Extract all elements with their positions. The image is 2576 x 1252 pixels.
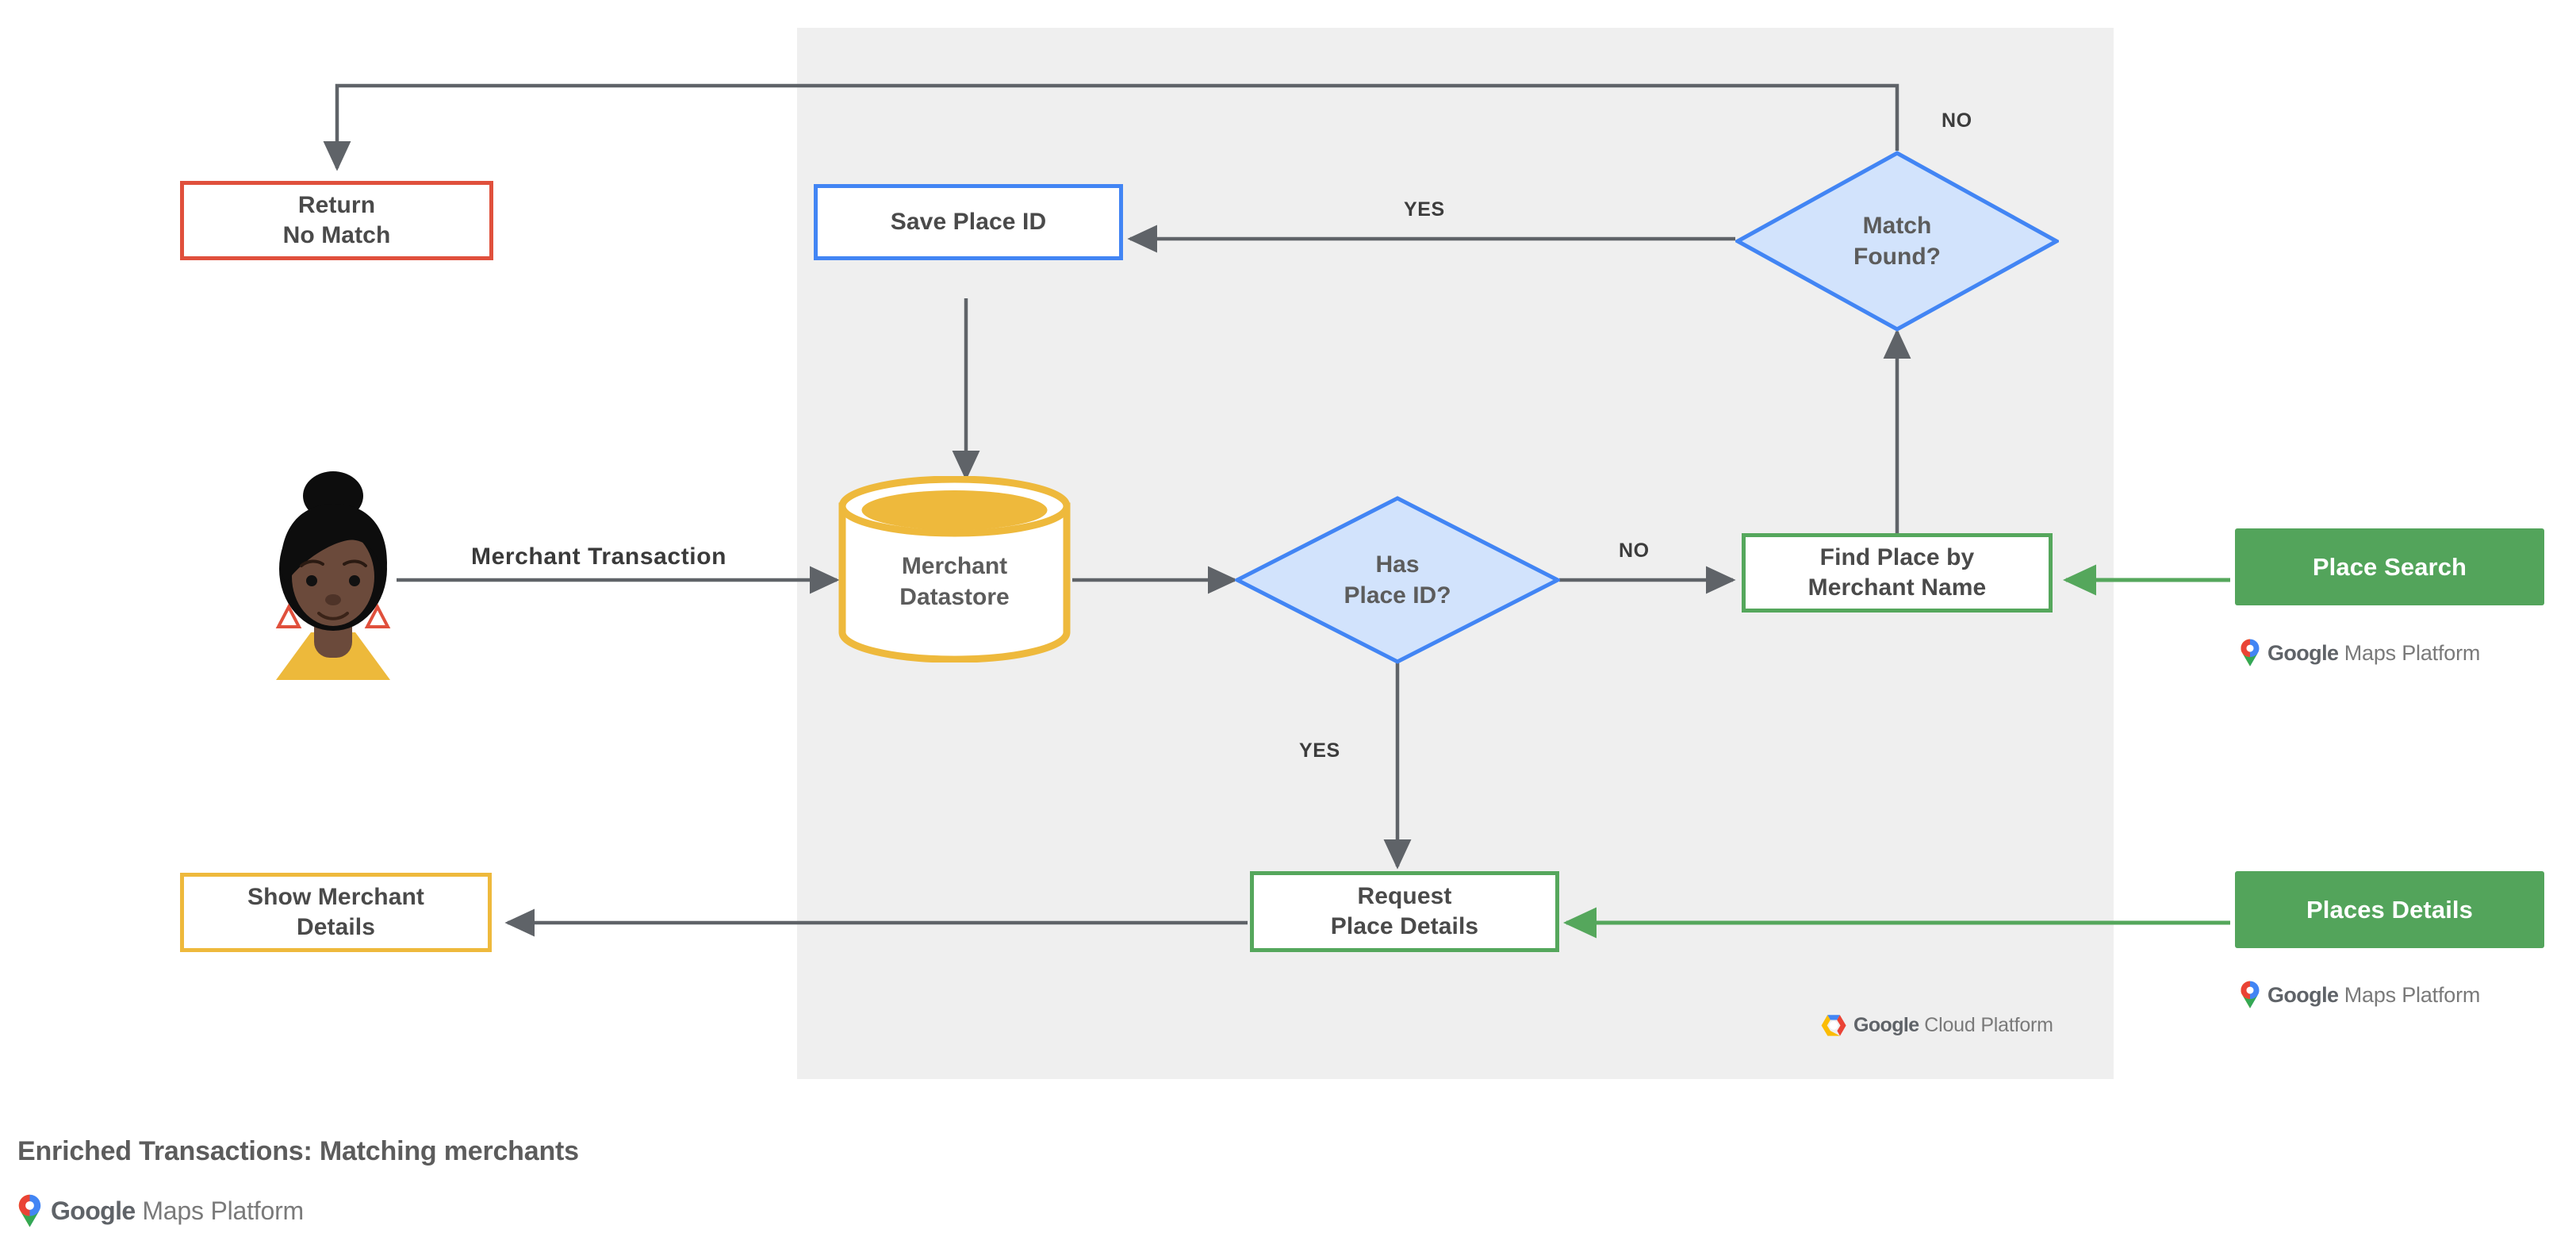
show-merchant-line-2: Details	[296, 914, 376, 940]
edge-label-has-place-id-yes: YES	[1299, 739, 1340, 762]
google-maps-platform-wordmark: Google Maps Platform	[2267, 983, 2480, 1008]
edge-label-merchant-transaction: Merchant Transaction	[471, 543, 727, 570]
node-find-place-by-merchant-name[interactable]: Find Place by Merchant Name	[1742, 533, 2053, 613]
match-found-label: Match Found?	[1735, 151, 2059, 332]
brand-google-word: Google	[1853, 1014, 1919, 1036]
node-has-place-id-decision[interactable]: Has Place ID?	[1235, 496, 1560, 664]
node-return-no-match[interactable]: Return No Match	[180, 181, 493, 260]
has-place-id-line-2: Place ID?	[1344, 582, 1451, 609]
edge-label-match-found-no: NO	[1942, 109, 1972, 132]
node-request-place-details[interactable]: Request Place Details	[1250, 871, 1559, 952]
google-maps-platform-wordmark: Google Maps Platform	[2267, 641, 2480, 666]
node-places-details[interactable]: Places Details	[2235, 871, 2544, 948]
show-merchant-line-1: Show Merchant	[247, 883, 424, 910]
find-place-line-2: Merchant Name	[1807, 574, 1987, 601]
save-place-id-label: Save Place ID	[890, 208, 1047, 235]
brand-google-word: Google	[2267, 640, 2339, 665]
google-cloud-hexagon-icon	[1821, 1015, 1846, 1036]
has-place-id-line-1: Has	[1375, 551, 1420, 578]
merchant-datastore-line-1: Merchant	[901, 553, 1008, 579]
node-show-merchant-details[interactable]: Show Merchant Details	[180, 873, 492, 952]
brand-google-word: Google	[51, 1196, 136, 1225]
match-found-line-2: Found?	[1853, 244, 1941, 270]
merchant-customer-avatar	[262, 464, 404, 682]
google-maps-pin-icon	[2241, 639, 2260, 666]
google-maps-platform-wordmark: Google Maps Platform	[51, 1196, 304, 1226]
google-maps-platform-brand-places-details: Google Maps Platform	[2240, 981, 2480, 1009]
node-place-search[interactable]: Place Search	[2235, 528, 2544, 605]
request-place-line-1: Request	[1357, 882, 1452, 909]
match-found-line-1: Match	[1862, 213, 1932, 239]
google-maps-platform-brand-place-search: Google Maps Platform	[2240, 639, 2480, 667]
brand-google-word: Google	[2267, 982, 2339, 1007]
places-details-label: Places Details	[2306, 895, 2473, 924]
node-save-place-id[interactable]: Save Place ID	[814, 184, 1123, 260]
page-title: Enriched Transactions: Matching merchant…	[17, 1136, 579, 1166]
google-maps-pin-icon	[18, 1194, 41, 1227]
google-maps-pin-icon	[2241, 981, 2260, 1008]
brand-maps-platform-word: Maps Platform	[2338, 982, 2481, 1007]
brand-maps-platform-word: Maps Platform	[2338, 640, 2481, 665]
footer-google-maps-platform-brand: Google Maps Platform	[17, 1194, 304, 1228]
google-cloud-platform-wordmark: Google Cloud Platform	[1853, 1014, 2053, 1037]
place-search-label: Place Search	[2312, 552, 2467, 581]
return-no-match-line-1: Return	[297, 191, 376, 218]
merchant-datastore-label: Merchant Datastore	[837, 551, 1072, 613]
has-place-id-label: Has Place ID?	[1235, 496, 1560, 664]
google-cloud-platform-brand: Google Cloud Platform	[1820, 1013, 2053, 1038]
node-merchant-datastore[interactable]: Merchant Datastore	[837, 476, 1072, 662]
node-match-found-decision[interactable]: Match Found?	[1735, 151, 2059, 332]
find-place-line-1: Find Place by	[1819, 543, 1975, 570]
brand-maps-platform-word: Maps Platform	[135, 1196, 304, 1225]
request-place-line-2: Place Details	[1330, 913, 1479, 939]
return-no-match-line-2: No Match	[282, 222, 391, 248]
edge-label-has-place-id-no: NO	[1619, 540, 1650, 562]
brand-cloud-platform-word: Cloud Platform	[1919, 1014, 2053, 1036]
merchant-datastore-line-2: Datastore	[899, 584, 1010, 610]
edge-label-match-found-yes: YES	[1404, 198, 1445, 221]
